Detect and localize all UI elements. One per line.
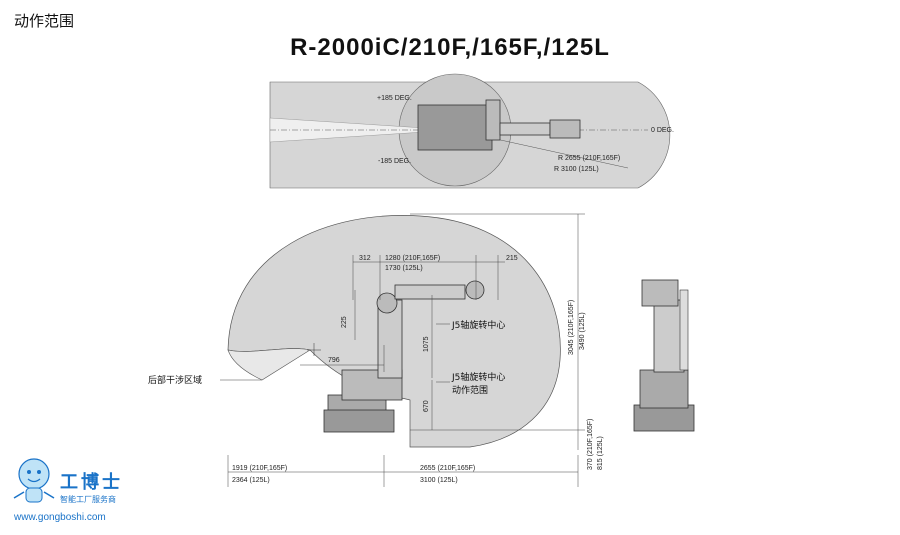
side-robot-j5 bbox=[465, 280, 485, 300]
radius-label-2: R 3100 (125L) bbox=[554, 166, 599, 173]
top-robot-wrist bbox=[549, 119, 581, 139]
dim-312: 312 bbox=[359, 255, 371, 262]
label-j5-range-line1: J5轴旋转中心 bbox=[451, 371, 505, 383]
front-view bbox=[633, 279, 695, 432]
angle-pos-label: +185 DEG. bbox=[377, 95, 412, 102]
dim-796: 796 bbox=[328, 357, 340, 364]
front-robot-cable bbox=[679, 289, 689, 371]
logo-mascot bbox=[13, 458, 55, 503]
dim-670: 670 bbox=[423, 400, 430, 412]
radius-label-1: R 2655 (210F,165F) bbox=[558, 155, 620, 162]
side-dimension-lines bbox=[220, 213, 585, 487]
top-robot-arm bbox=[499, 122, 551, 136]
dim-225: 225 bbox=[341, 316, 348, 328]
front-robot-arm bbox=[653, 299, 685, 373]
side-robot-upper-arm bbox=[394, 284, 466, 300]
dim-815: 815 (125L) bbox=[597, 436, 604, 470]
top-view: +185 DEG. -185 DEG. 0 DEG. R 2655 (210F,… bbox=[269, 73, 674, 189]
front-robot-base bbox=[639, 369, 689, 409]
dim-3045: 3045 (210F,165F) bbox=[568, 300, 575, 355]
label-rear-zone: 后部干涉区域 bbox=[148, 374, 202, 386]
dim-3100: 3100 (125L) bbox=[420, 477, 458, 484]
dim-1075: 1075 bbox=[423, 336, 430, 352]
top-robot-motor bbox=[485, 99, 501, 141]
dim-2364: 2364 (125L) bbox=[232, 477, 270, 484]
side-robot-lower-arm bbox=[377, 299, 403, 379]
section-title: 动作范围 bbox=[14, 12, 75, 30]
dim-2655: 2655 (210F,165F) bbox=[420, 465, 475, 472]
side-robot-pedestal bbox=[323, 409, 395, 433]
dim-215: 215 bbox=[506, 255, 518, 262]
front-robot-pedestal bbox=[633, 404, 695, 432]
dim-370: 370 (210F,165F) bbox=[587, 419, 594, 470]
angle-neg-label: -185 DEG. bbox=[378, 158, 411, 165]
side-view: 312 1280 (210F,165F) 1730 (125L) 215 225… bbox=[148, 213, 604, 487]
top-robot-base bbox=[417, 104, 493, 151]
label-j5-center: J5轴旋转中心 bbox=[451, 319, 505, 331]
side-robot-j3 bbox=[376, 292, 398, 314]
logo-url[interactable]: www.gongboshi.com bbox=[14, 512, 106, 523]
front-robot-head bbox=[641, 279, 679, 307]
logo-name: 工博士 bbox=[60, 472, 123, 493]
dim-1919: 1919 (210F,165F) bbox=[232, 465, 287, 472]
model-title: R-2000iC/210F,/165F,/125L bbox=[290, 34, 610, 61]
rear-interference-zone bbox=[227, 348, 311, 381]
logo-subtitle: 智能工厂服务商 bbox=[60, 495, 116, 504]
label-j5-range-line2: 动作范围 bbox=[452, 384, 488, 396]
angle-zero-label: 0 DEG. bbox=[651, 127, 674, 134]
dim-1730: 1730 (125L) bbox=[385, 265, 423, 272]
dim-1280: 1280 (210F,165F) bbox=[385, 255, 440, 262]
dim-3490: 3490 (125L) bbox=[579, 312, 586, 350]
